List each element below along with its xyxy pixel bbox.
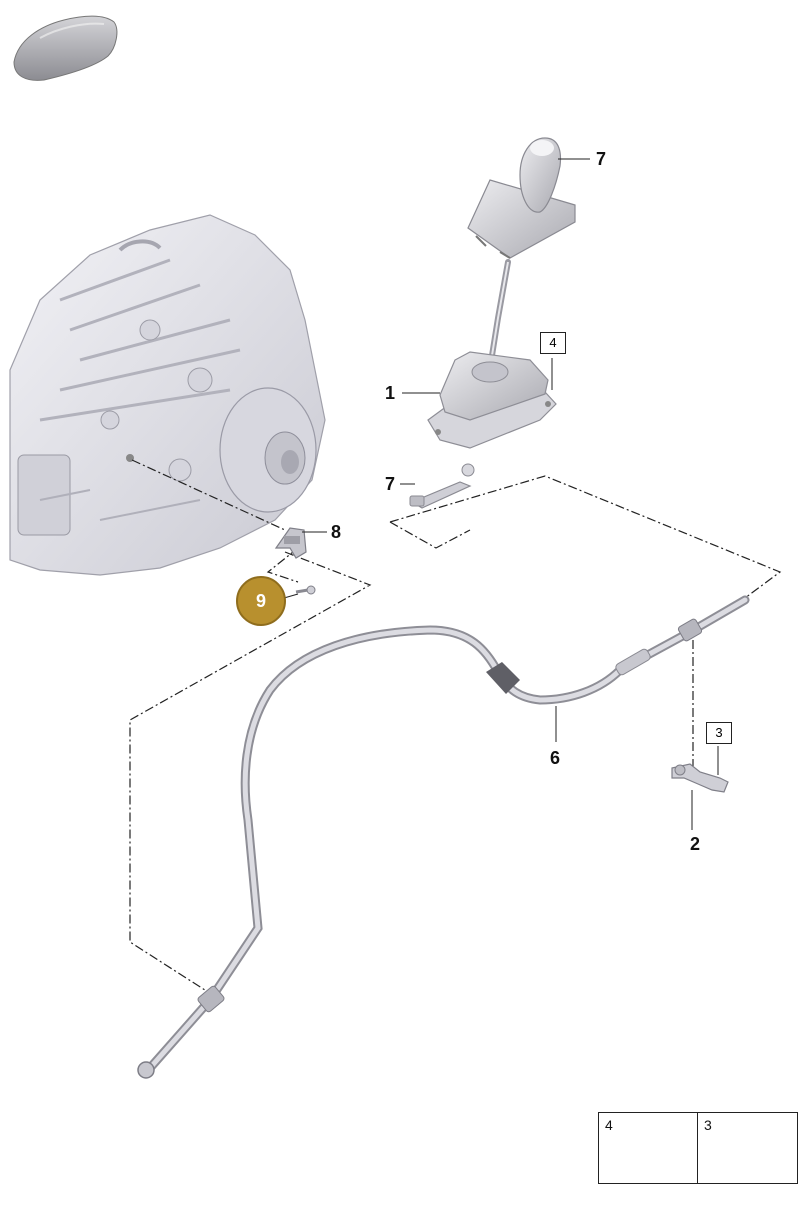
callout-2[interactable]: 2 [690, 834, 701, 854]
callout-8[interactable]: 8 [331, 522, 342, 542]
legend-cell-nut[interactable]: 3 [698, 1113, 796, 1183]
assembly-lines [129, 459, 782, 993]
leader-lines [283, 158, 719, 830]
legend-label: 3 [704, 1117, 712, 1133]
part-5-shift-knob[interactable] [467, 137, 576, 259]
callout-1[interactable]: 1 [385, 383, 396, 403]
legend-cell-bolt[interactable]: 4 [599, 1113, 698, 1183]
part-2-cable-bracket[interactable] [671, 763, 729, 793]
part-7-cable-bracket[interactable] [409, 463, 475, 509]
transmission-illustration [9, 214, 326, 576]
callout-7[interactable]: 7 [385, 474, 396, 494]
callout-5[interactable]: 7 [596, 149, 607, 169]
hardware-legend: 4 3 [598, 1112, 798, 1184]
boxed-ref-4[interactable]: 4 [540, 332, 566, 354]
part-1-shift-housing[interactable] [427, 351, 557, 449]
part-8-bracket-clip[interactable] [274, 527, 307, 559]
callout-6[interactable]: 6 [550, 748, 561, 768]
part-9-bolt[interactable] [295, 585, 316, 595]
part-6-shift-cable[interactable] [137, 595, 750, 1079]
highlighted-callout-9[interactable]: 9 [236, 576, 286, 626]
boxed-ref-3[interactable]: 3 [706, 722, 732, 744]
legend-label: 4 [605, 1117, 613, 1133]
shift-lever-rod [487, 259, 511, 371]
vehicle-thumbnail-icon [13, 15, 118, 81]
